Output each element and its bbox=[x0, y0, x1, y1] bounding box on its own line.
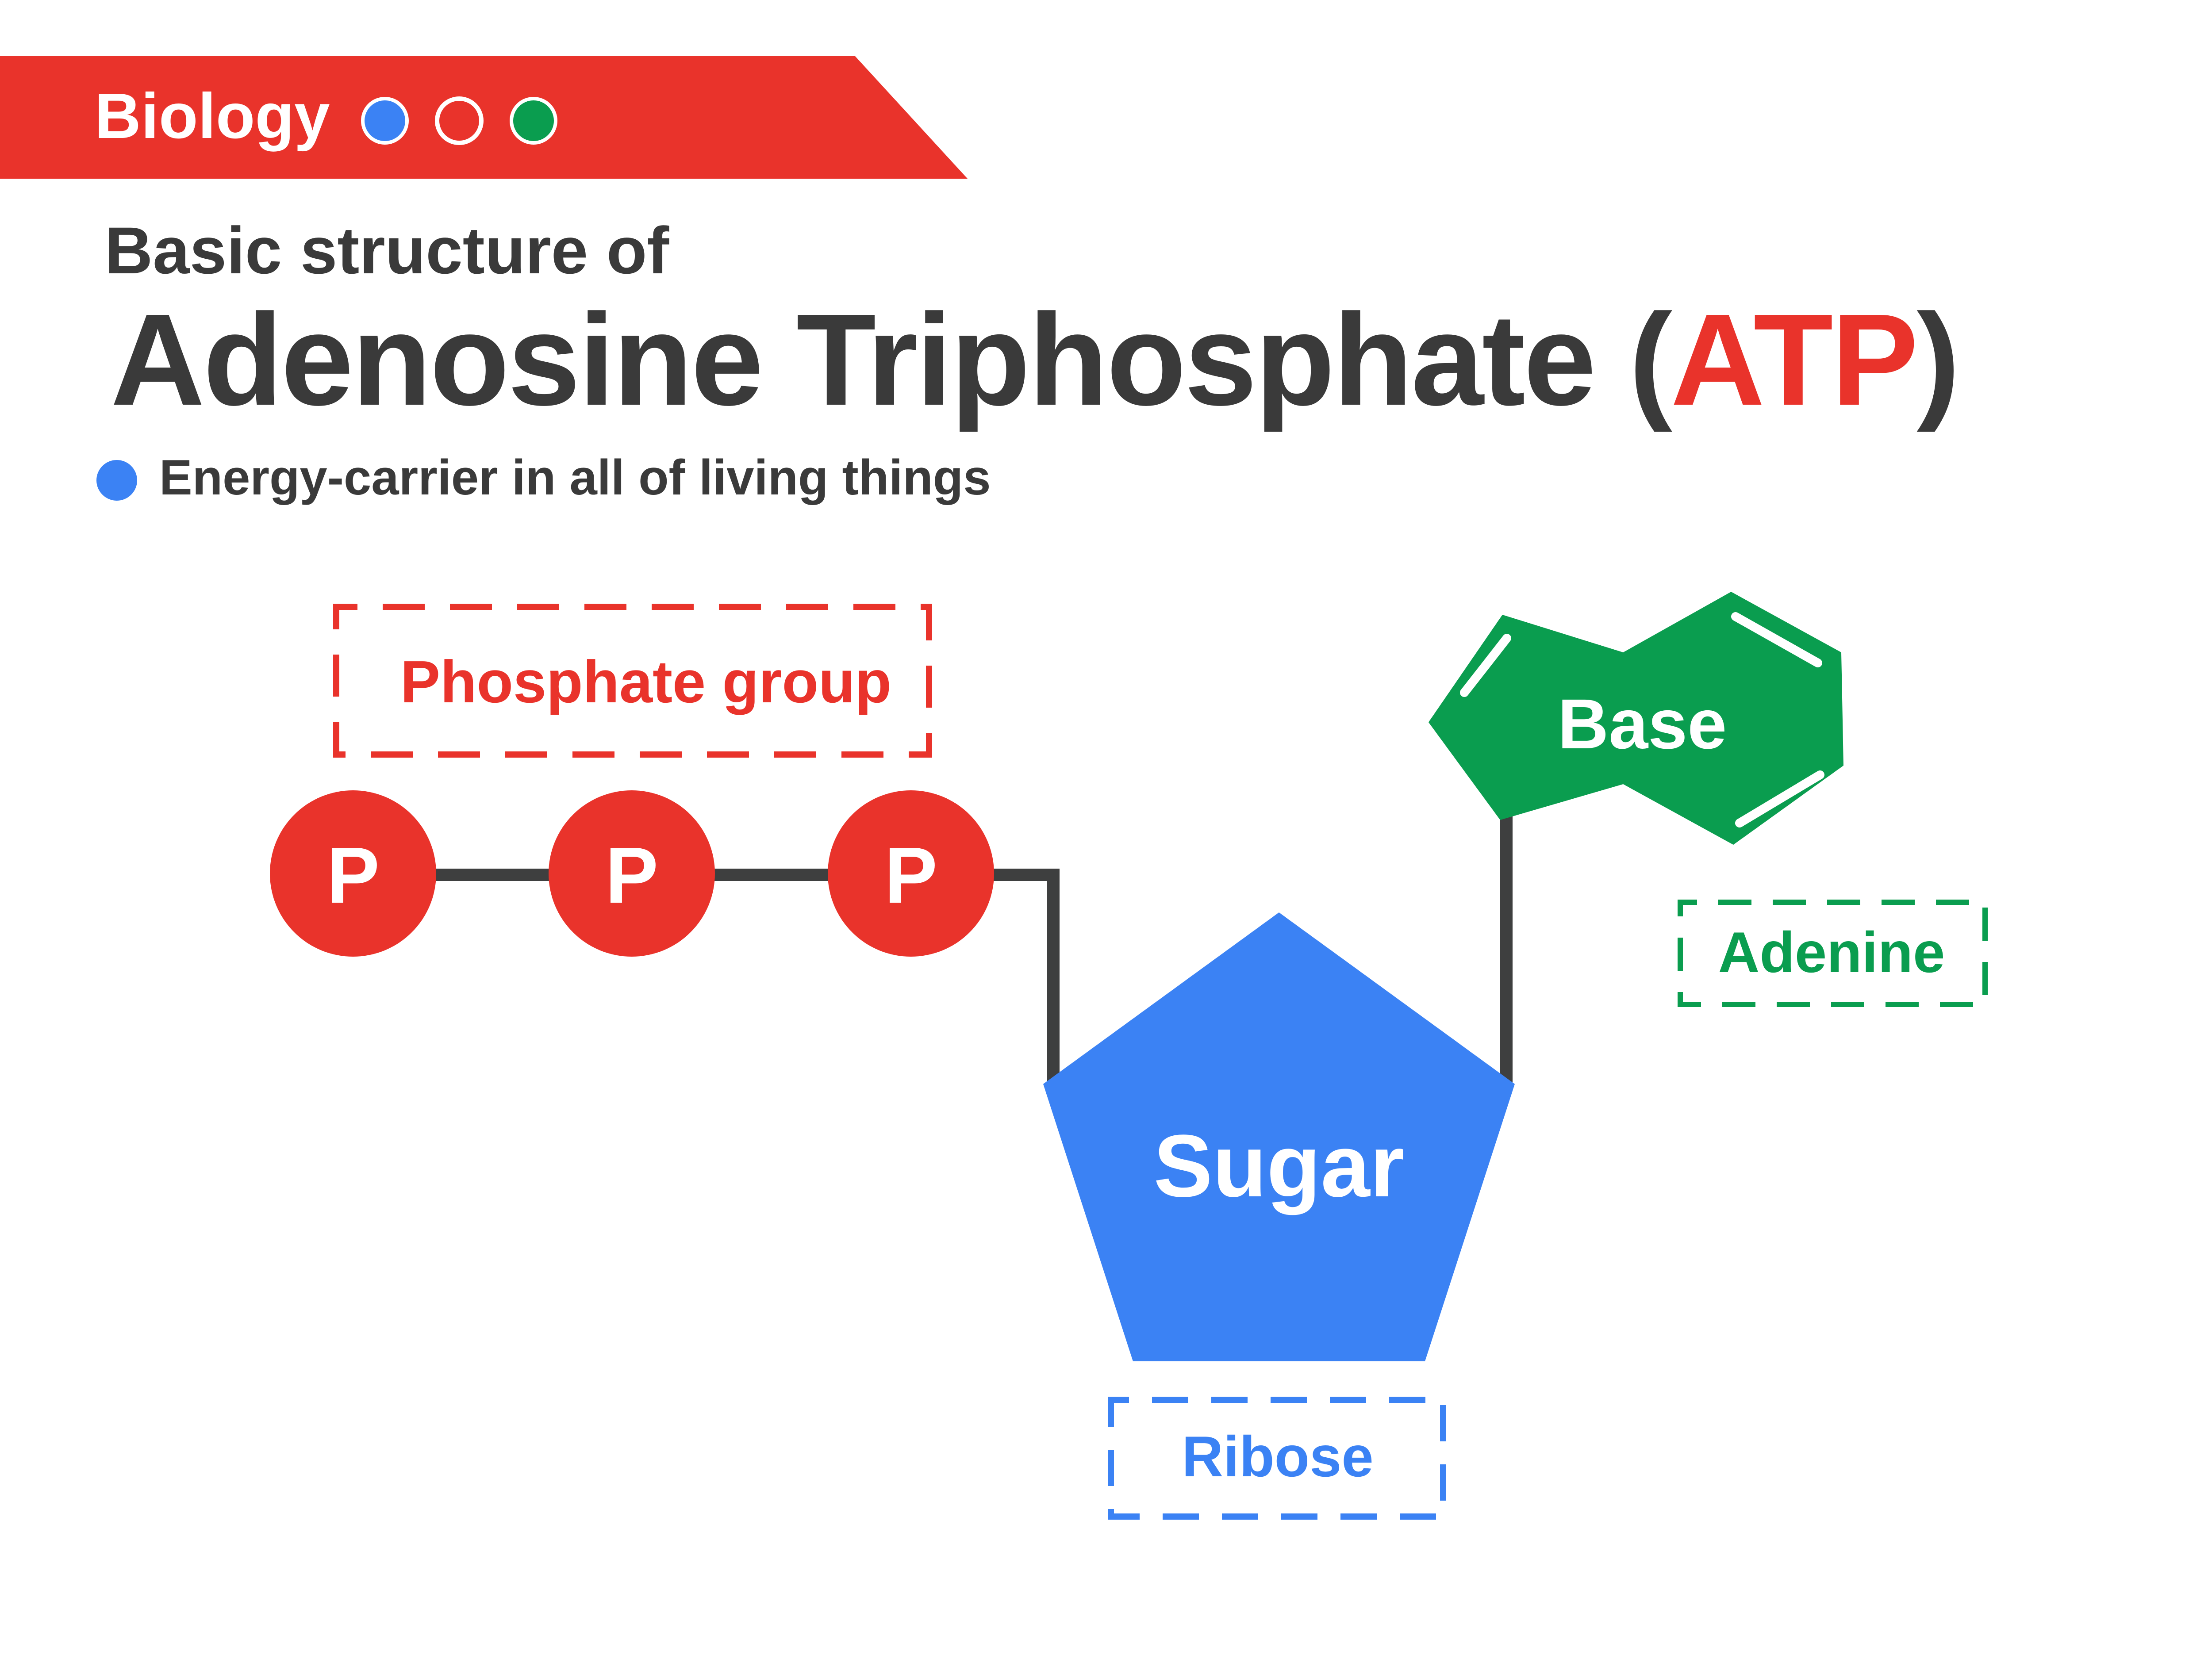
phosphate-p-label-1: P bbox=[326, 831, 380, 920]
sugar-group: Sugar Ribose bbox=[1043, 912, 1515, 1520]
banner-title: Biology bbox=[95, 80, 330, 152]
sugar-label: Sugar bbox=[1154, 1117, 1405, 1215]
base-shape bbox=[1429, 592, 1843, 845]
banner: Biology bbox=[0, 56, 968, 179]
green-dot-icon bbox=[510, 97, 557, 145]
phosphate-group-box bbox=[333, 604, 932, 758]
title-suffix: ) bbox=[1916, 287, 1958, 433]
phosphate-group-label: Phosphate group bbox=[400, 648, 891, 715]
ribose-label: Ribose bbox=[1182, 1424, 1373, 1489]
phosphate-circle-2 bbox=[549, 790, 715, 957]
phosphate-circle-1 bbox=[270, 790, 436, 957]
subtitle: Energy-carrier in all of living things bbox=[159, 450, 991, 505]
hollow-dot-icon bbox=[435, 96, 484, 145]
title-prefix: Adenosine Triphosphate ( bbox=[111, 287, 1674, 433]
page-title-line1: Basic structure of bbox=[105, 213, 669, 287]
base-label: Base bbox=[1558, 684, 1727, 763]
phosphate-group: Phosphate group P P P bbox=[270, 604, 994, 957]
banner-ribbon bbox=[0, 56, 968, 179]
subtitle-bullet-icon bbox=[96, 460, 137, 501]
header: Basic structure of Adenosine Triphosphat… bbox=[96, 213, 1960, 505]
blue-dot-icon bbox=[361, 97, 409, 145]
ribose-box bbox=[1108, 1397, 1446, 1520]
phosphate-circle-3 bbox=[828, 790, 994, 957]
atp-highlight: ATP bbox=[1671, 287, 1916, 433]
adenine-label: Adenine bbox=[1718, 920, 1945, 984]
sugar-pentagon bbox=[1043, 912, 1515, 1361]
page-title-line2: Adenosine Triphosphate (ATP) bbox=[111, 287, 1959, 433]
double-bond-line-2 bbox=[1731, 612, 1822, 667]
base-group: Base Adenine bbox=[1429, 592, 1988, 1007]
phosphate-p-label-2: P bbox=[605, 831, 658, 920]
double-bond-line-1 bbox=[1460, 634, 1511, 697]
adenine-box bbox=[1678, 900, 1988, 1007]
phosphate-p-label-3: P bbox=[884, 831, 937, 920]
double-bond-line-3 bbox=[1735, 770, 1824, 827]
